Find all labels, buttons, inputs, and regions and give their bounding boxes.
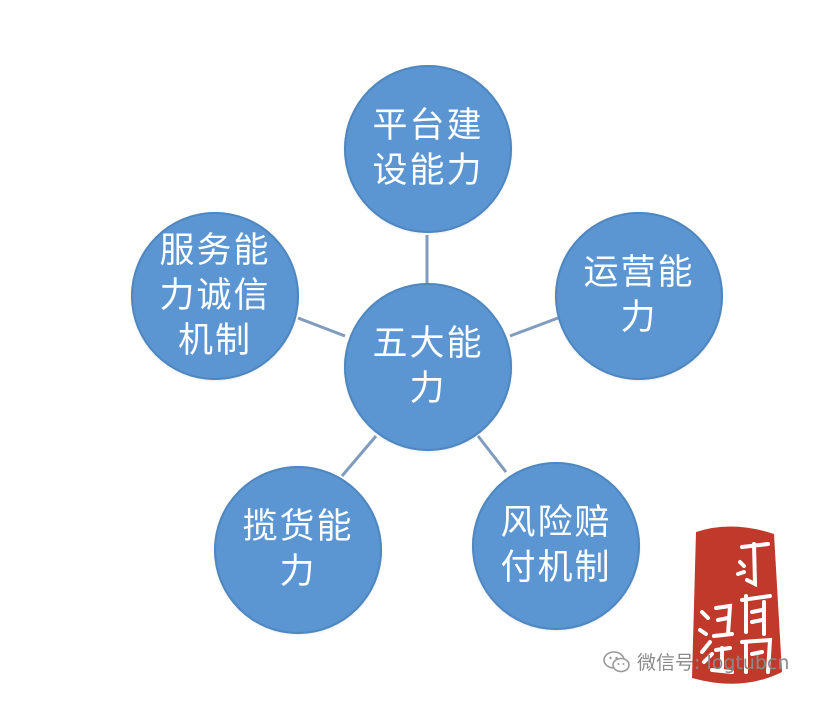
wechat-icon	[603, 650, 630, 672]
edge-risk	[476, 435, 508, 473]
edge-cargo	[340, 435, 378, 477]
node-risk-label: 风险赔付机制	[500, 503, 612, 588]
node-platform: 平台建设能力	[344, 65, 512, 233]
node-risk: 风险赔付机制	[472, 462, 640, 630]
wechat-id-text: 微信号: logtubcn	[637, 652, 790, 674]
node-operation-label: 运营能力	[583, 253, 695, 338]
wechat-watermark: 微信号: logtubcn	[603, 648, 789, 675]
edge-service	[297, 316, 346, 338]
node-operation: 运营能力	[555, 212, 723, 380]
seal-stamp-graphic	[692, 526, 782, 684]
node-center: 五大能力	[344, 283, 512, 451]
node-center-label: 五大能力	[372, 324, 484, 409]
node-service-label: 服务能力诚信机制	[159, 230, 271, 361]
node-platform-label: 平台建设能力	[372, 106, 484, 191]
node-cargo: 揽货能力	[214, 466, 382, 634]
node-cargo-label: 揽货能力	[242, 507, 354, 592]
seal-stamp	[682, 522, 787, 690]
node-service: 服务能力诚信机制	[131, 212, 299, 380]
edge-operation	[509, 316, 559, 338]
